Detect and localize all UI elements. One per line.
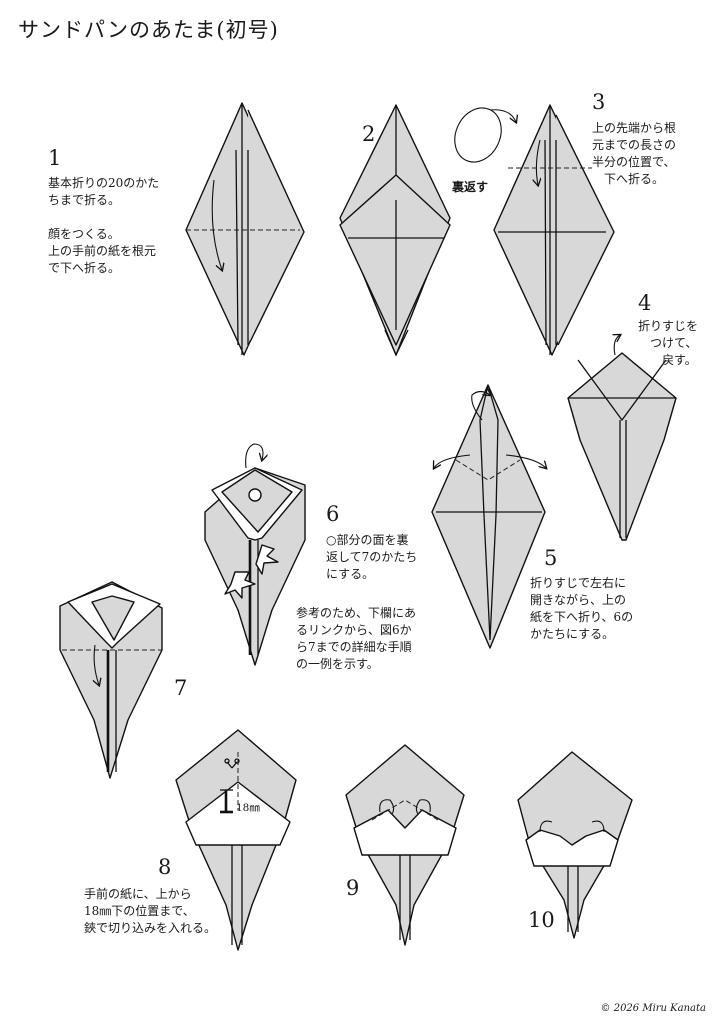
step-1-text: 基本折りの20のかた ちまで折る。 顔をつくる。 上の手前の紙を根元 で下へ折る… [48,176,160,275]
step-6-reference-note: 参考のため、下欄にあ るリンクから、図6か ら7までの詳細な手順 の一例を示す。 [296,606,417,671]
figure-step-7 [59,581,163,779]
step-8-number: 8 [158,855,172,879]
step-7-number: 7 [174,676,188,700]
figure-step-9 [345,744,465,946]
figure-step-3 [493,104,615,356]
figure-step-1 [185,102,305,356]
step-4-number: 4 [638,291,652,315]
step-3-text: 上の先端から根 元までの長さの 半分の位置で、 下へ折る。 [592,121,677,186]
page-title: サンドパンのあたま(初号) [18,18,279,42]
figure-step-4 [567,335,677,541]
step-1-number: 1 [48,146,62,170]
figure-step-6 [204,443,306,666]
figure-step-2 [339,104,451,357]
step-10-number: 10 [528,908,555,932]
step-5-text: 折りすじで左右に 開きながら、上の 紙を下へ折り、6の かたちにする。 [530,576,634,641]
figure-step-5 [431,384,546,649]
flip-over-label: 裏返す [452,180,489,194]
step-5-number: 5 [544,546,558,570]
copyright-credit: © 2026 Miru Kanata [600,1003,706,1014]
figure-step-10 [517,751,633,939]
flip-arrow-icon [454,107,516,163]
step-8-text: 手前の紙に、上から 18㎜下の位置まで、 鋏で切り込みを入れる。 [84,887,217,935]
step-2-number: 2 [362,122,376,146]
step-3-number: 3 [592,90,606,114]
step-6-text: ○部分の面を裏 返して7のかたち にする。 [326,533,418,581]
step-9-number: 9 [346,876,360,900]
step-4-text: 折りすじを つけて、 戻す。 [638,319,699,367]
step-6-number: 6 [326,502,340,526]
figure-step-8 [175,729,297,951]
measure-label: 18㎜ [236,802,260,814]
